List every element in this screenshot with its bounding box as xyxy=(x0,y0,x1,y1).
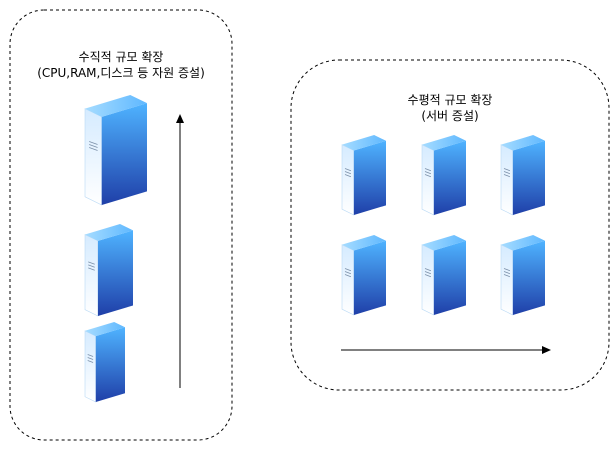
server-icon-large xyxy=(84,95,147,206)
server-icon-2 xyxy=(421,135,466,216)
server-icon-5 xyxy=(421,235,466,316)
server-icon-4 xyxy=(341,235,386,316)
horizontal-scaling-container xyxy=(290,59,610,391)
server-icon-3 xyxy=(500,135,545,216)
horizontal-scaling-title: 수평적 규모 확장 xyxy=(407,93,493,107)
server-icon-medium xyxy=(84,224,133,317)
server-icon-small xyxy=(84,322,125,403)
vertical-scaling-title: 수직적 규모 확장 xyxy=(78,50,164,64)
horizontal-scaling-subtitle: (서버 증설) xyxy=(421,109,479,123)
vertical-scaling-label: 수직적 규모 확장 (CPU,RAM,디스크 등 자원 증설) xyxy=(10,49,232,81)
vertical-scaling-subtitle: (CPU,RAM,디스크 등 자원 증설) xyxy=(37,66,205,80)
vertical-scaling-container xyxy=(9,9,233,441)
horizontal-scaling-label: 수평적 규모 확장 (서버 증설) xyxy=(291,92,609,124)
server-icon-1 xyxy=(341,135,386,216)
server-icon-6 xyxy=(500,235,545,316)
